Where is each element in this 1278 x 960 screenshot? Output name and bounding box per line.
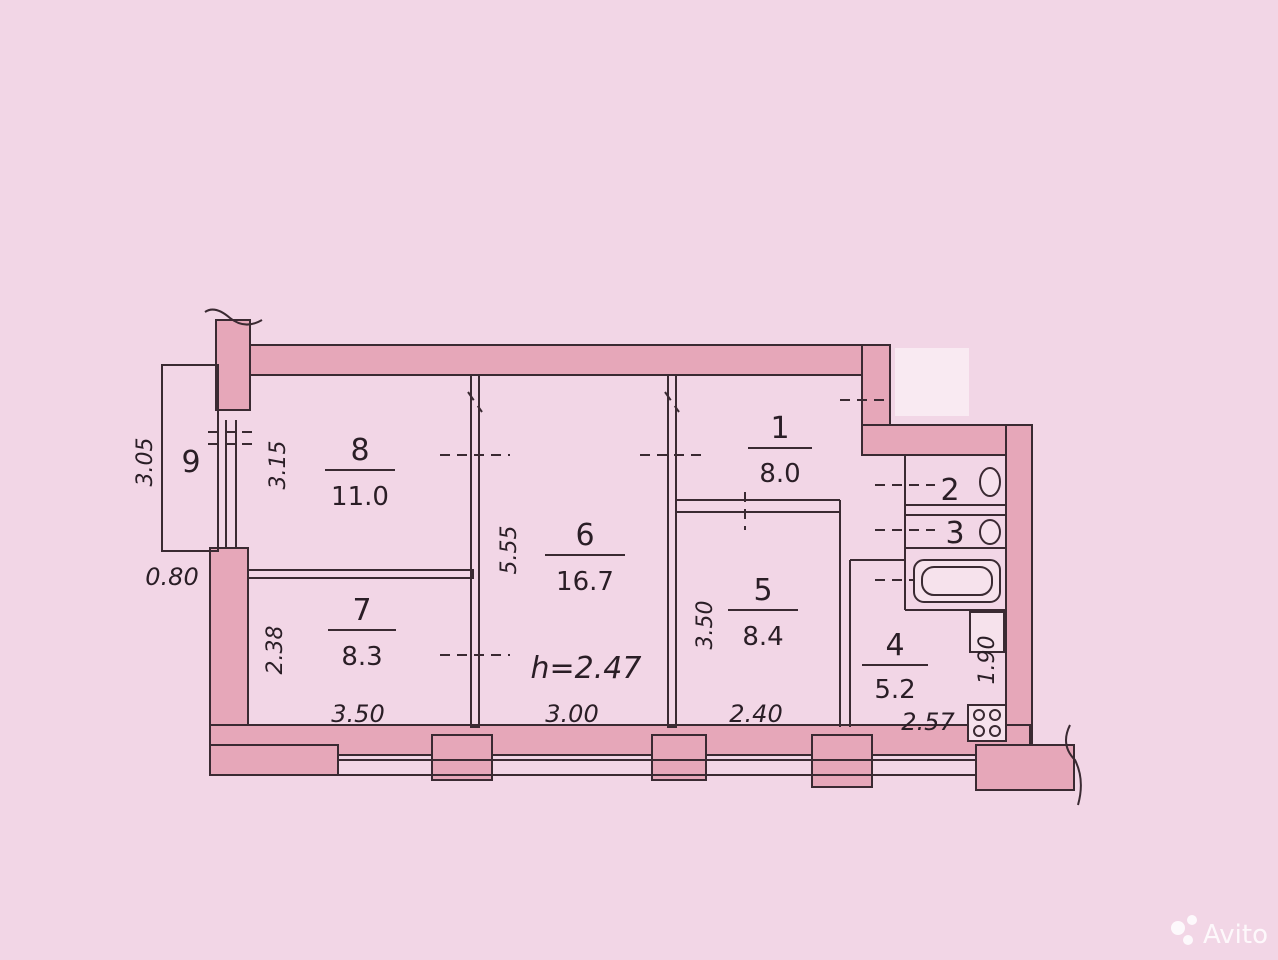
kitchen-sink-icon	[969, 611, 1005, 653]
dim-room7-width: 3.50	[331, 700, 384, 728]
dim-room7-height: 2.38	[263, 626, 288, 675]
dim-room5-height: 3.50	[693, 601, 718, 650]
doors	[440, 391, 935, 656]
walls	[204, 308, 1082, 806]
dim-ceiling-height: h=2.47	[531, 651, 642, 686]
top-left-wall	[215, 319, 251, 411]
dim-room6-width: 3.00	[545, 700, 598, 728]
room-8-area: 11.0	[331, 482, 389, 512]
pier-1	[431, 734, 493, 781]
dim-room4-width: 2.57	[901, 708, 955, 736]
wall-5-6	[667, 374, 677, 728]
avito-label: Avito	[1203, 920, 1268, 950]
room-7-number: 7	[352, 593, 371, 628]
room-1-number: 1	[770, 411, 789, 446]
bottom-left-pier	[209, 744, 339, 776]
room-4-area: 5.2	[874, 675, 915, 705]
bottom-wall	[209, 724, 1031, 756]
room-6-number: 6	[575, 518, 594, 553]
top-wall	[247, 344, 889, 376]
room-1-area: 8.0	[759, 459, 800, 489]
balcony	[161, 364, 252, 552]
left-wall	[209, 547, 249, 749]
room-2-number: 2	[940, 473, 959, 508]
dim-room8-height: 3.15	[266, 441, 291, 490]
room-5-area: 8.4	[742, 622, 783, 652]
partitions	[247, 374, 1006, 728]
dim-room4-height: 1.90	[975, 636, 1000, 685]
room-6-area: 16.7	[556, 567, 614, 597]
blank-patch	[895, 348, 969, 416]
room-4-number: 4	[885, 628, 904, 663]
dim-balcony-width: 0.80	[145, 563, 198, 591]
dim-room5-width: 2.40	[729, 700, 782, 728]
pier-4	[975, 744, 1075, 791]
room-7-area: 8.3	[341, 642, 382, 672]
dim-balcony-length: 3.05	[133, 438, 158, 487]
break-top	[204, 308, 263, 326]
room-8-number: 8	[350, 433, 369, 468]
balcony-outline	[161, 364, 219, 552]
wall-6-8	[470, 374, 480, 728]
stove-icon	[967, 704, 1007, 742]
wall-7-8	[247, 569, 474, 579]
right-wall	[1005, 424, 1033, 746]
room-3-number: 3	[945, 516, 964, 551]
room-9-number: 9	[181, 445, 200, 480]
dimensions: 3.05 0.80 3.15 5.55 2.38 3.50 3.00 h=2.4…	[133, 438, 1000, 736]
toilet-icon	[979, 467, 1001, 497]
fixtures	[913, 467, 1007, 742]
room-labels: 1 8.0 2 3 4 5.2 5 8.4 6 16.7 7 8.3 8 11.…	[181, 411, 964, 705]
pier-2	[651, 734, 707, 781]
avito-watermark: Avito	[1171, 915, 1268, 950]
dim-room6-length: 5.55	[497, 526, 522, 575]
avito-logo-icon	[1171, 921, 1185, 935]
room-5-number: 5	[753, 573, 772, 608]
sink-icon	[979, 519, 1001, 545]
break-right	[1065, 724, 1082, 806]
